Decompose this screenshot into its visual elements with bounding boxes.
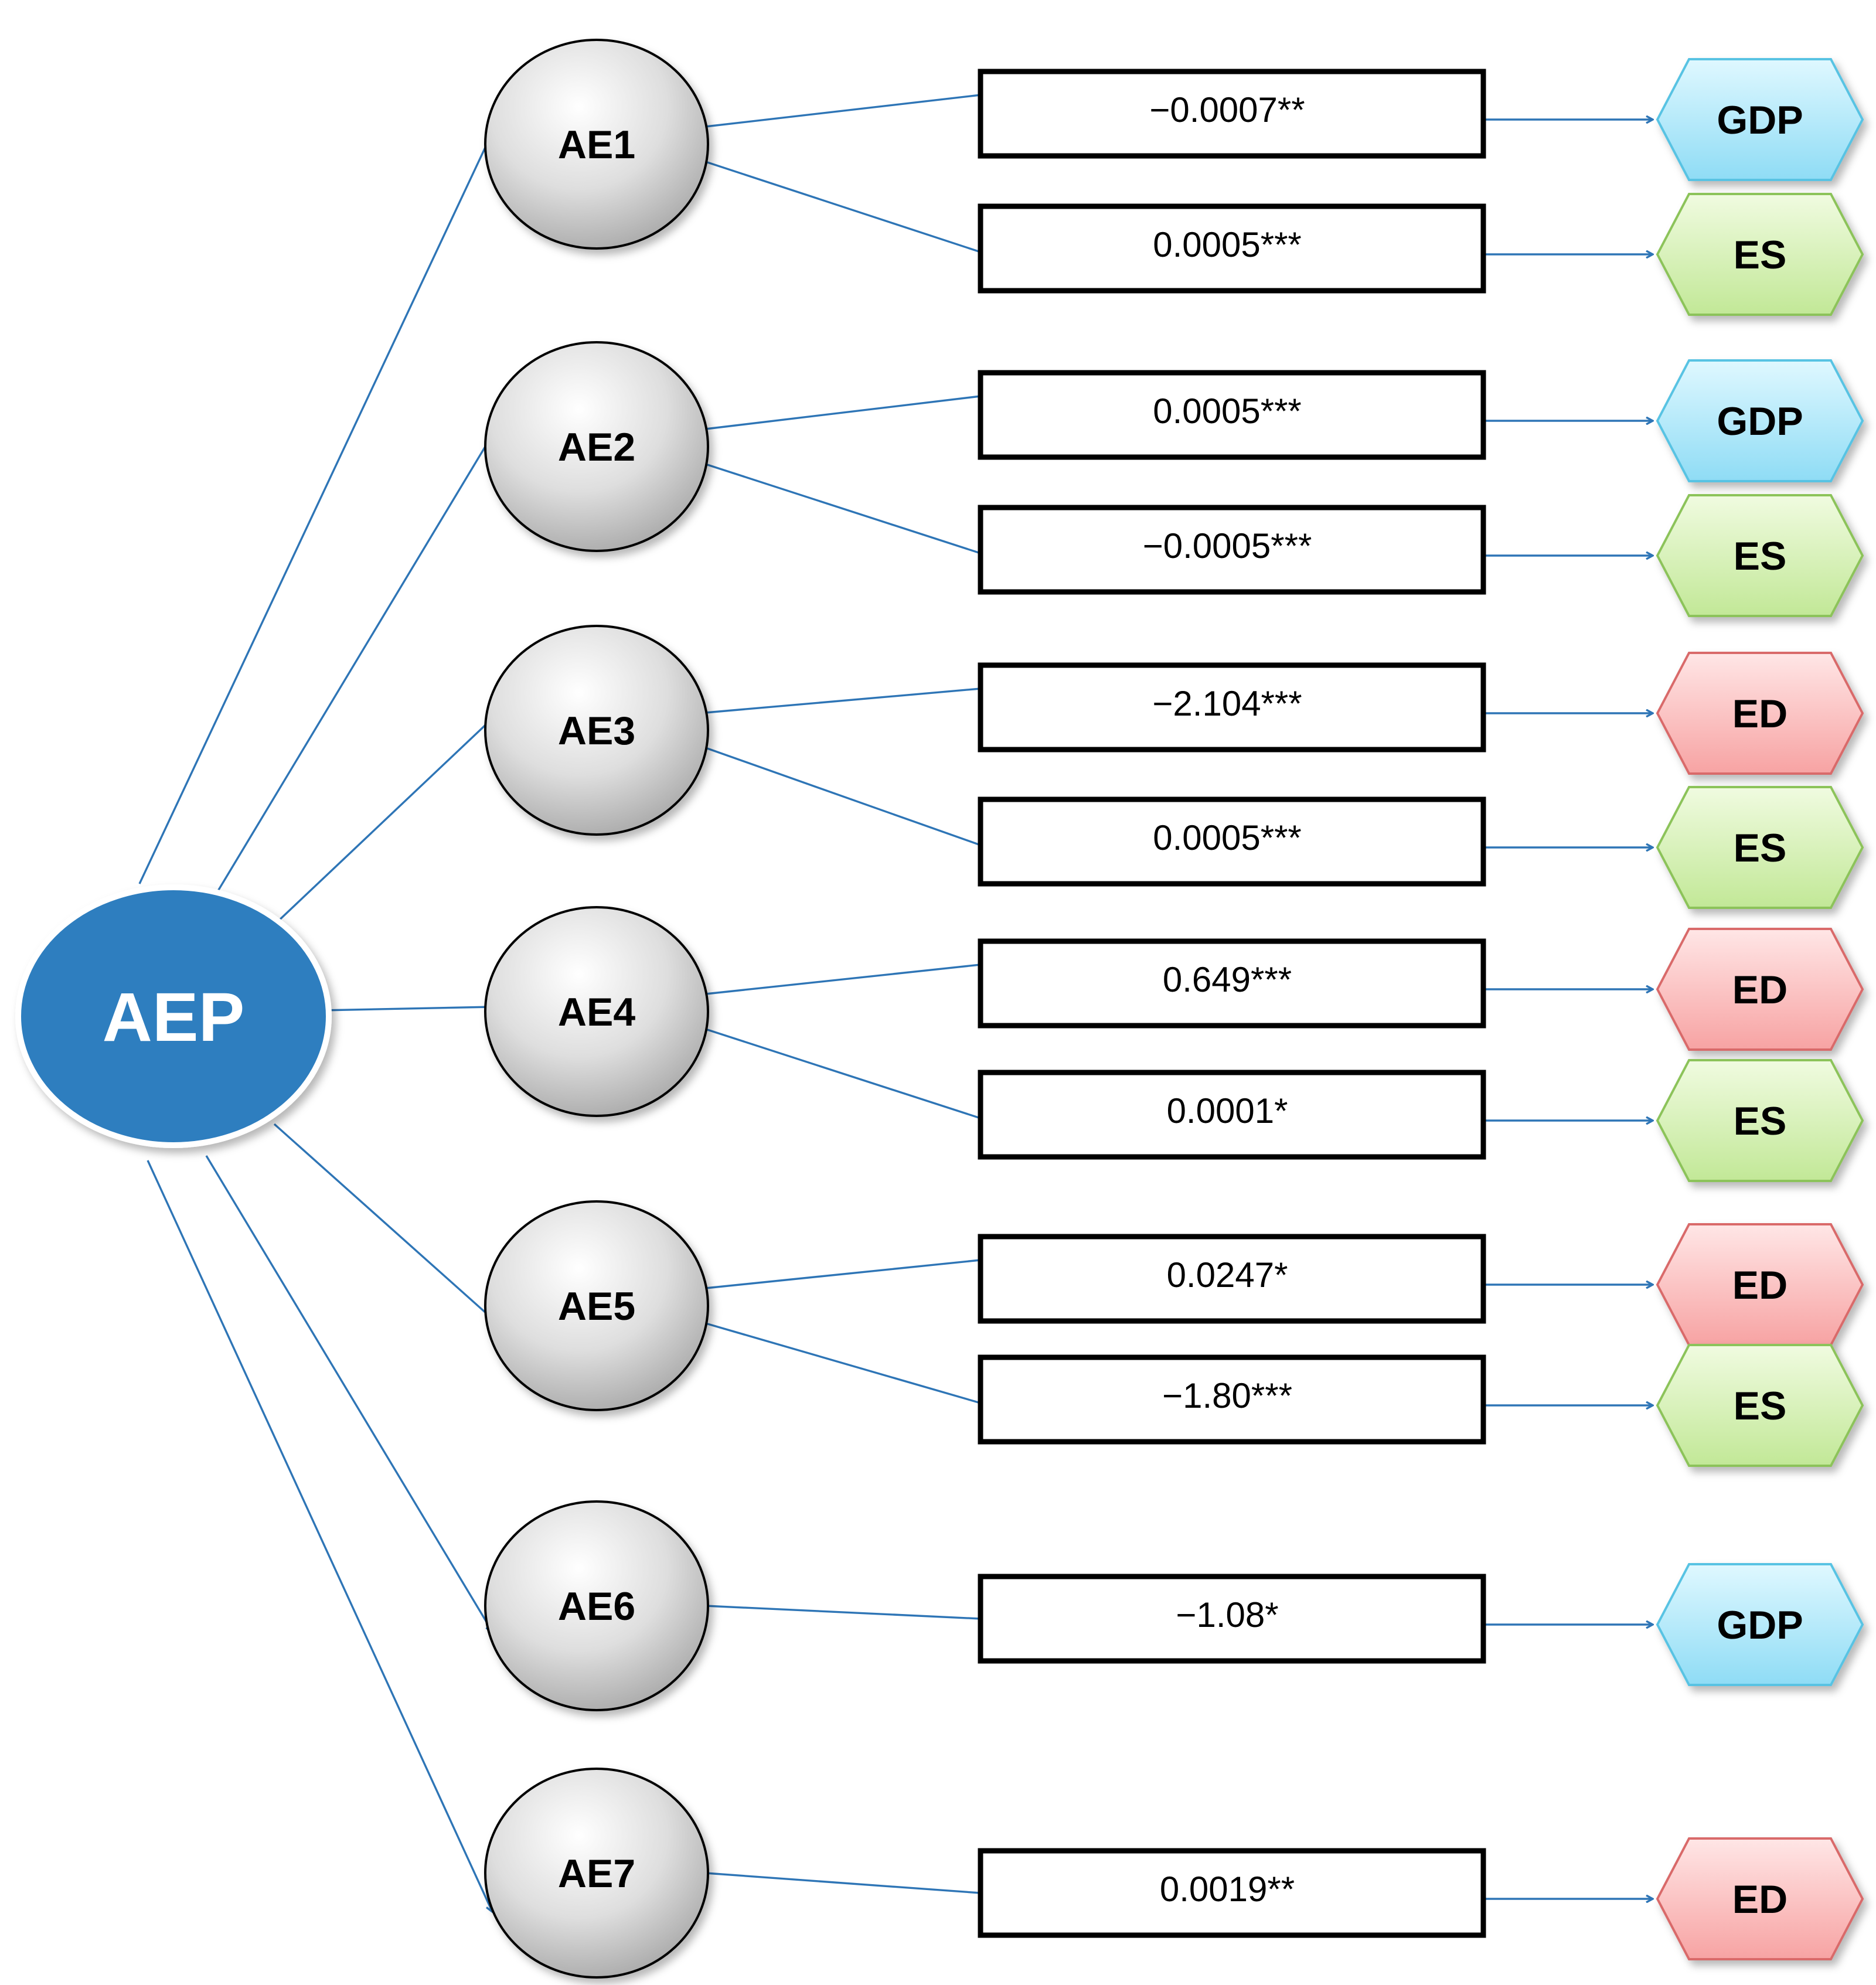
node-label-ae5: AE5 [558,1284,635,1329]
node-ae3 [484,625,709,836]
outcome-gdp-hexagon [1656,359,1864,482]
coefficient-box [978,370,1486,460]
node-ae5 [484,1200,709,1411]
node-label-ae2: AE2 [558,425,635,469]
edge-ae1-to-box-1 [705,94,981,128]
node-ae4 [484,906,709,1117]
edge-ae2-to-box-2 [705,463,981,554]
outcome-gdp-hexagon [1656,58,1864,181]
coefficient-box [978,1234,1486,1324]
node-ae1 [484,39,709,250]
outcome-gdp-hexagon [1656,1563,1864,1686]
outcome-es-hexagon [1656,1059,1864,1182]
coefficient-label: 0.649*** [1163,960,1292,999]
coefficient-label: −1.08* [1176,1595,1278,1635]
edge-ae1-to-box-2 [705,161,981,253]
edge-aep-to-ae1 [138,132,492,884]
coefficient-label: 0.0019** [1160,1870,1295,1909]
edge-aep-to-ae7 [147,1160,492,1912]
coefficient-box [978,203,1486,294]
coefficient-label: 0.0001* [1167,1091,1288,1131]
outcome-label: GDP [1717,399,1803,444]
coefficient-label: 0.0005*** [1153,225,1302,264]
outcome-label: ES [1734,534,1787,578]
edge-aep-to-ae5 [273,1123,492,1319]
edge-ae2-to-box-1 [705,395,981,430]
edge-aep-to-ae2 [217,435,492,891]
outcome-label: ED [1732,692,1788,736]
outcome-label: ED [1732,968,1788,1012]
outcome-ed-hexagon [1656,1837,1864,1960]
edge-ae6-to-box-1 [705,1605,981,1620]
outcome-es-hexagon [1656,786,1864,909]
outcome-es-hexagon [1656,1344,1864,1467]
edge-ae5-to-box-1 [705,1259,981,1289]
coefficient-box [978,1848,1486,1938]
node-label-ae3: AE3 [558,709,635,753]
outcome-label: ES [1734,233,1787,277]
edge-ae4-to-box-1 [705,963,981,995]
coefficient-label: −2.104*** [1152,684,1302,723]
coefficient-label: 0.0247* [1167,1255,1288,1295]
node-label-ae1: AE1 [558,122,635,167]
coefficient-label: −0.0007** [1149,90,1305,130]
coefficient-box [978,796,1486,887]
outcome-es-hexagon [1656,494,1864,617]
outcome-ed-hexagon [1656,928,1864,1051]
outcome-label: ES [1734,826,1787,870]
edge-aep-to-ae3 [274,719,492,925]
edge-ae4-to-box-2 [705,1028,981,1119]
node-label-ae6: AE6 [558,1584,635,1629]
coefficient-label: −1.80*** [1162,1376,1292,1415]
outcome-es-hexagon [1656,193,1864,316]
outcome-label: GDP [1717,98,1803,142]
coefficient-label: 0.0005*** [1153,391,1302,431]
outcome-label: ES [1734,1384,1787,1428]
coefficient-box [978,69,1486,159]
edge-ae7-to-box-1 [705,1872,981,1894]
outcome-label: GDP [1717,1603,1803,1647]
edge-ae3-to-box-2 [705,747,981,846]
coefficient-box [978,662,1486,753]
outcome-label: ES [1734,1099,1787,1143]
edge-aep-to-ae4 [321,1007,492,1012]
coefficient-box [978,1574,1486,1664]
coefficient-box [978,505,1486,595]
edge-ae5-to-box-2 [705,1322,981,1404]
outcome-label: ED [1732,1263,1788,1308]
coefficient-box [978,1070,1486,1160]
outcome-ed-hexagon [1656,652,1864,775]
node-ae6 [484,1500,709,1711]
coefficient-box [978,1354,1486,1445]
outcome-label: ED [1732,1877,1788,1922]
node-ae2 [484,341,709,552]
node-label-ae7: AE7 [558,1851,635,1896]
coefficient-box [978,938,1486,1029]
coefficient-label: 0.0005*** [1153,818,1302,857]
node-ae7 [484,1768,709,1979]
coefficient-label: −0.0005*** [1143,526,1312,566]
edge-aep-to-ae6 [205,1155,492,1632]
edge-ae3-to-box-1 [705,687,981,714]
node-label-ae4: AE4 [558,990,635,1034]
root-node-label: AEP [103,979,245,1056]
root-node-aep [15,884,332,1148]
